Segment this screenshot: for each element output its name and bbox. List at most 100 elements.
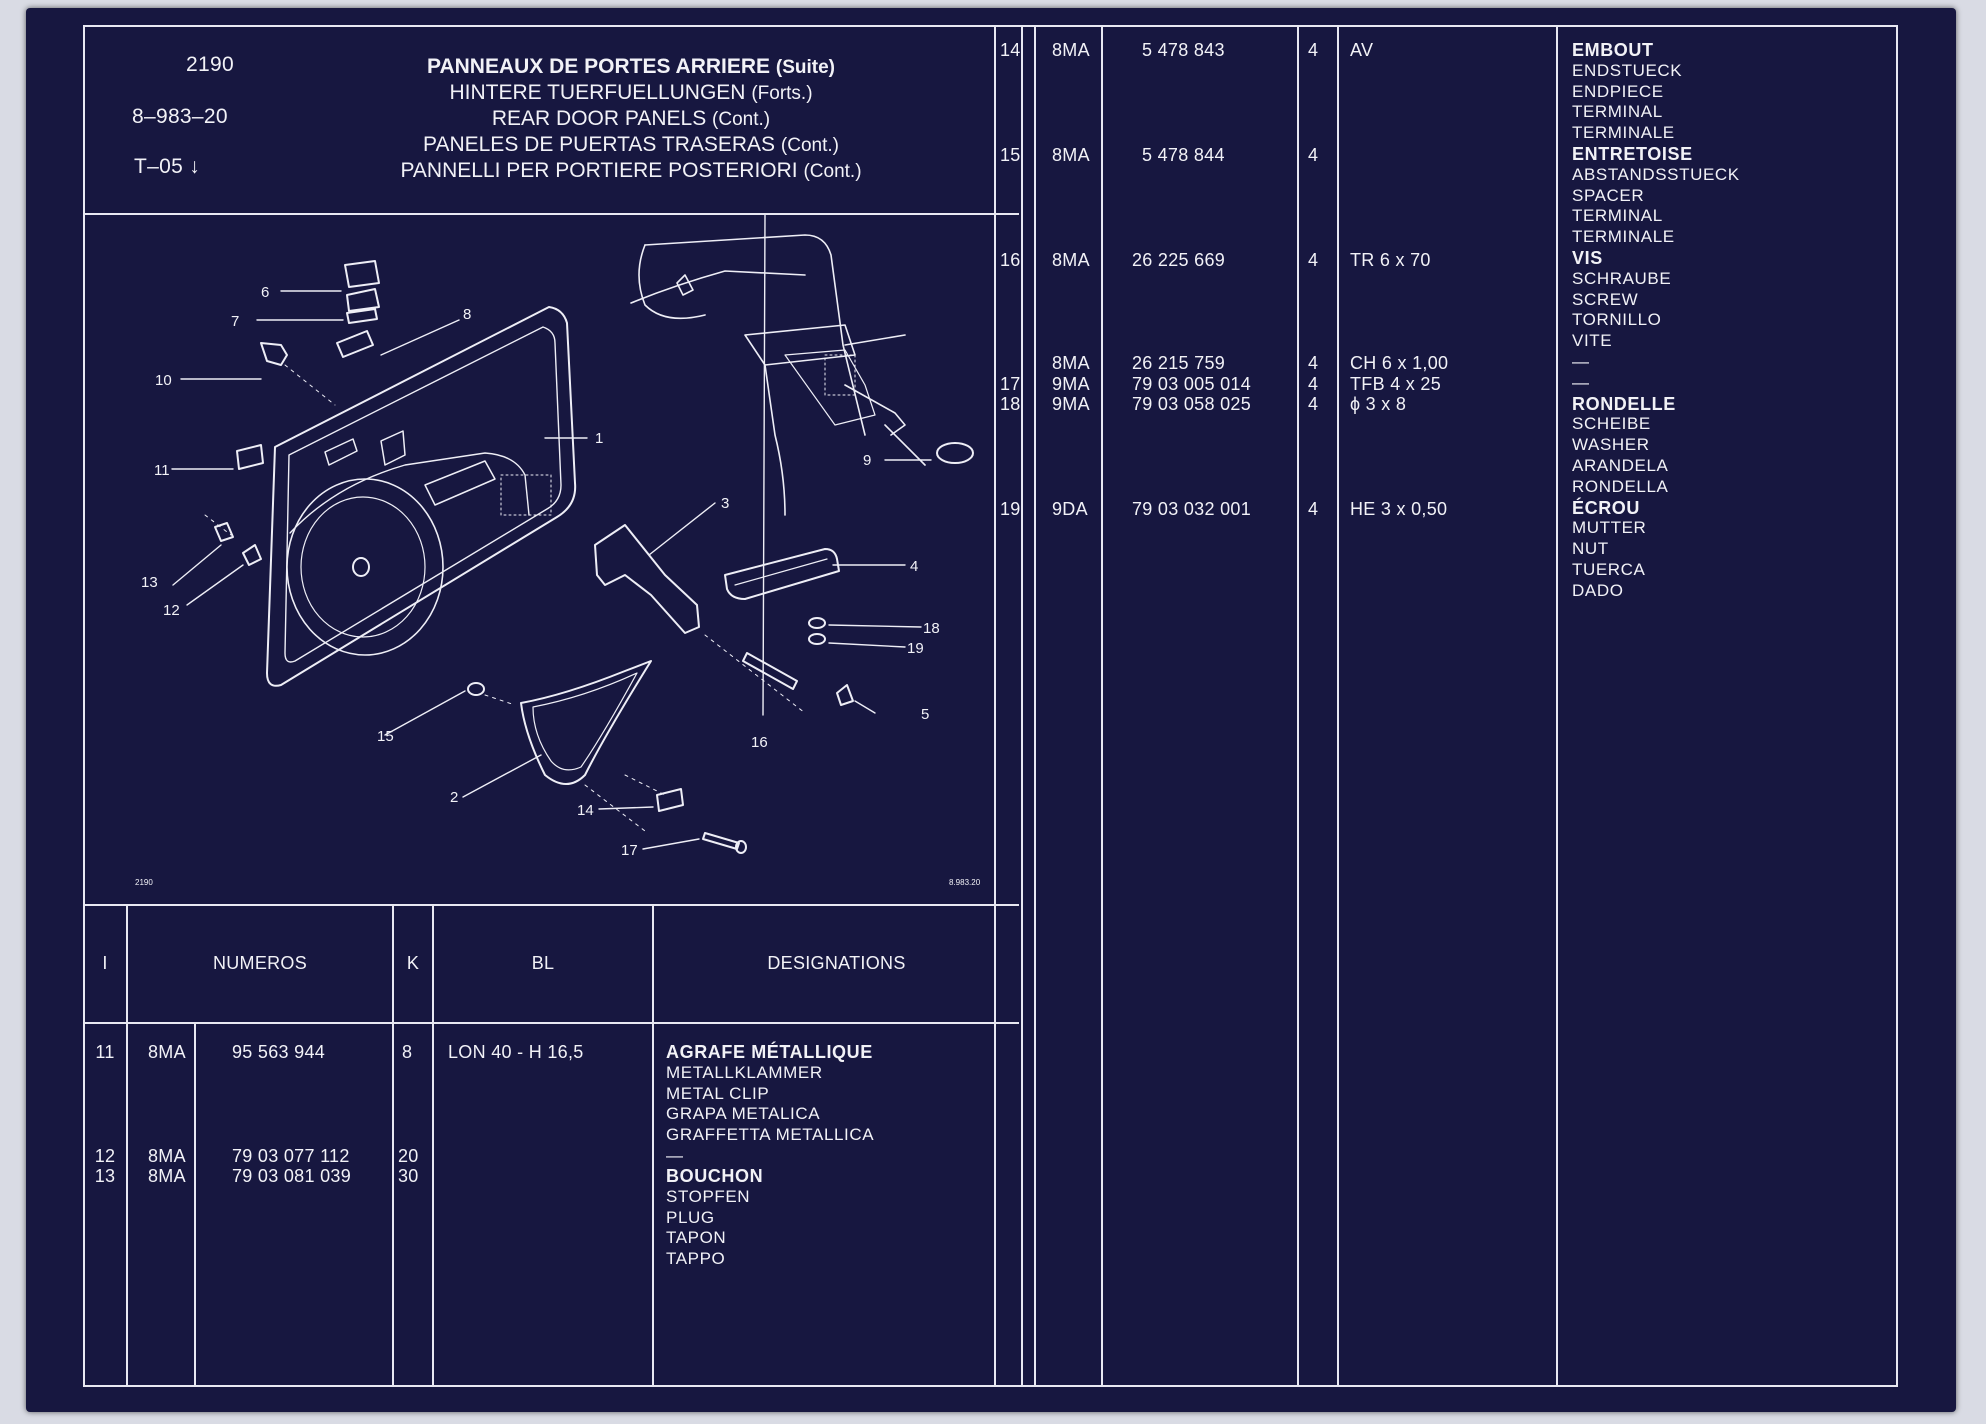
row-quantity: 4 [1308,394,1319,414]
designation-line: TORNILLO [1572,310,1662,330]
row-prefix: 8MA [1052,250,1090,270]
callout-14: 14 [577,802,594,819]
designation-line: TERMINAL [1572,206,1663,226]
callout-4: 4 [910,558,918,575]
designation-line: GRAFFETTA METALLICA [666,1125,875,1145]
designation-line: METALLKLAMMER [666,1062,823,1082]
row-bl: CH 6 x 1,00 [1350,353,1449,373]
designation-title: RONDELLE [1572,393,1676,414]
designation-line: METAL CLIP [666,1083,770,1103]
callout-1: 1 [595,430,603,447]
designation-line: MUTTER [1572,518,1647,538]
designation-line: TERMINAL [1572,102,1663,122]
row-index: 14 [1000,40,1021,60]
row-index: 17 [1000,374,1021,394]
callout-2: 2 [450,789,458,806]
row-prefix: 8MA [1052,145,1090,165]
col-header-numeros: NUMEROS [212,953,308,973]
diagram-corner-ref: 8.983.20 [949,878,981,887]
row-prefix: 8MA [148,1146,186,1166]
frame-line [83,25,1019,27]
col-line [1101,25,1103,1385]
designation-line: SCREW [1572,289,1639,309]
title-it: PANNELLI PER PORTIERE POSTERIORI (Cont.) [400,159,862,182]
col-line [1297,25,1299,1385]
callout-16: 16 [751,734,768,751]
callout-13: 13 [141,574,158,591]
row-part-number: 79 03 032 001 [1132,499,1252,519]
row-index: 15 [1000,145,1021,165]
callout-11: 11 [154,462,170,479]
frame-line [83,25,85,1385]
row-index: 12 [94,1146,116,1166]
row-index: 16 [1000,250,1021,270]
designation-line: TERMINALE [1572,123,1675,143]
designation-title: ENTRETOISE [1572,143,1693,164]
title-fr: PANNEAUX DE PORTES ARRIERE (Suite) [427,55,835,78]
callout-15: 15 [377,728,394,745]
designation-line: RONDELLA [1572,476,1669,496]
designation-line: PLUG [666,1207,715,1227]
designation-line: ENDPIECE [1572,81,1664,101]
col-line [194,1022,196,1385]
callout-8: 8 [463,306,471,323]
col-line [432,904,434,1385]
frame-line [83,213,1019,215]
row-part-number: 79 03 058 025 [1132,394,1252,414]
sheet-code: 2190 [186,53,234,76]
designation-line: — [1572,351,1590,371]
col-line [126,904,128,1385]
designation-line: ABSTANDSSTUECK [1572,164,1740,184]
row-part-number: 26 225 669 [1132,250,1226,270]
row-part-number: 79 03 081 039 [232,1166,352,1186]
row-bl: TFB 4 x 25 [1350,374,1442,394]
col-header-i: I [102,953,108,973]
row-bl: AV [1350,40,1374,60]
row-part-number: 79 03 077 112 [232,1146,350,1166]
callout-6: 6 [261,284,269,301]
title-de: HINTERE TUERFUELLUNGEN (Forts.) [449,81,813,104]
callout-7: 7 [231,313,239,330]
exploded-diagram: 1 2 3 4 5 6 7 8 9 10 11 12 13 14 15 16 1… [85,214,994,904]
row-index: 19 [1000,499,1021,519]
row-index: 11 [95,1042,115,1062]
col-line [1556,25,1558,1385]
frame-line [83,1022,1019,1024]
callout-18: 18 [923,620,940,637]
sheet-variant: T–05 ↓ [134,155,200,178]
row-bl: TR 6 x 70 [1350,250,1431,270]
row-part-number: 5 478 843 [1142,40,1225,60]
designation-line: VITE [1572,331,1613,351]
row-quantity: 30 [398,1166,419,1186]
designation-line: TERMINALE [1572,227,1675,247]
title-en: REAR DOOR PANELS (Cont.) [491,107,771,130]
designation-line: ENDSTUECK [1572,60,1683,80]
car-body-sketch [630,234,926,516]
callout-3: 3 [721,495,729,512]
parts-sheet: 2190 8–983–20 T–05 ↓ PANNEAUX DE PORTES … [26,8,1956,1412]
row-prefix: 9MA [1052,394,1090,414]
designation-line: — [666,1145,684,1165]
designation-line: TAPPO [666,1249,726,1269]
callout-12: 12 [163,602,180,619]
designation-line: SPACER [1572,185,1645,205]
frame-line [994,1385,1898,1387]
designation-line: WASHER [1572,435,1650,455]
designation-line: GRAPA METALICA [666,1104,821,1124]
designation-line: DADO [1572,580,1624,600]
designation-block: AGRAFE MÉTALLIQUE METALLKLAMMER METAL CL… [666,1042,874,1167]
col-line [1337,25,1339,1385]
row-quantity: 8 [402,1042,413,1062]
callout-5: 5 [921,706,929,723]
frame-line [83,904,1019,906]
row-part-number: 5 478 844 [1142,145,1225,165]
row-quantity: 4 [1308,250,1319,270]
door-panel-shape [266,306,577,687]
callout-19: 19 [907,640,924,657]
row-prefix: 9MA [1052,374,1090,394]
col-header-bl: BL [531,953,555,973]
row-prefix: 8MA [1052,40,1090,60]
designation-title: VIS [1572,247,1603,268]
col-line [994,25,996,1385]
designation-line: TUERCA [1572,559,1646,579]
